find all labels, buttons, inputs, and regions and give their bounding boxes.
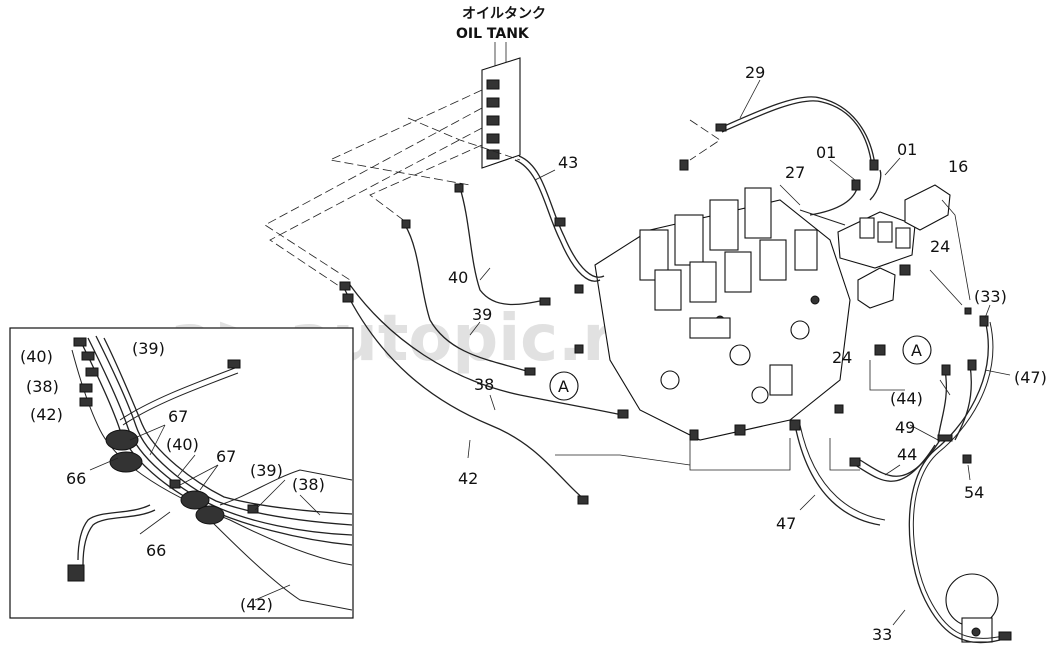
- inset-label-38: (38): [26, 377, 59, 396]
- part-label-44-b: 44: [897, 445, 917, 464]
- tank-reference-lines: [264, 89, 721, 291]
- part-label-38: 38: [474, 375, 494, 394]
- part-label-49: 49: [895, 418, 915, 437]
- part-label-16: 16: [948, 157, 968, 176]
- part-label-43: 43: [558, 153, 578, 172]
- inset-label-67-a: 67: [168, 407, 188, 426]
- part-label-39: 39: [472, 305, 492, 324]
- hoses: [344, 96, 1004, 644]
- part-label-01-a: 01: [816, 143, 836, 162]
- part-label-33-b: 33: [872, 625, 892, 644]
- svg-text:A: A: [911, 341, 922, 360]
- oil-tank-label: OIL TANK: [456, 26, 530, 42]
- inset-label-39-b: (39): [250, 461, 283, 480]
- inset-label-40: (40): [20, 347, 53, 366]
- part-label-54: 54: [964, 483, 984, 502]
- part-label-27: 27: [785, 163, 805, 182]
- svg-text:A: A: [558, 377, 569, 396]
- part-label-29: 29: [745, 63, 765, 82]
- callout-a-left: A: [549, 371, 579, 401]
- inset-detail: (40) (39) (38) (42) 67 (40) 67 66 (39) (…: [9, 327, 354, 619]
- inset-label-42-b: (42): [240, 595, 273, 614]
- inset-label-67-b: 67: [216, 447, 236, 466]
- inset-label-66-a: 66: [66, 469, 86, 488]
- part-label-33-a: (33): [974, 287, 1007, 306]
- part-label-44-a: (44): [890, 389, 923, 408]
- leader-lines: [467, 79, 1011, 626]
- tank-port-plate: [481, 57, 521, 169]
- part-label-47-a: (47): [1014, 368, 1047, 387]
- oil-tank-jp-label: オイルタンク: [462, 6, 546, 22]
- part-label-40: 40: [448, 268, 468, 287]
- part-label-24-a: 24: [930, 237, 950, 256]
- inset-label-66-b: 66: [146, 541, 166, 560]
- inset-label-38-b: (38): [292, 475, 325, 494]
- accumulator: [945, 573, 999, 643]
- inset-label-40-b: (40): [166, 435, 199, 454]
- control-valve: [594, 187, 851, 441]
- inset-label-42: (42): [30, 405, 63, 424]
- fittings: [339, 123, 1012, 641]
- part-label-24-b: 24: [832, 348, 852, 367]
- pilot-valve-block: [837, 184, 951, 309]
- callout-a-right: A: [902, 335, 932, 365]
- part-label-01-b: 01: [897, 140, 917, 159]
- inset-label-39: (39): [132, 339, 165, 358]
- part-label-42: 42: [458, 469, 478, 488]
- part-label-47-b: 47: [776, 514, 796, 533]
